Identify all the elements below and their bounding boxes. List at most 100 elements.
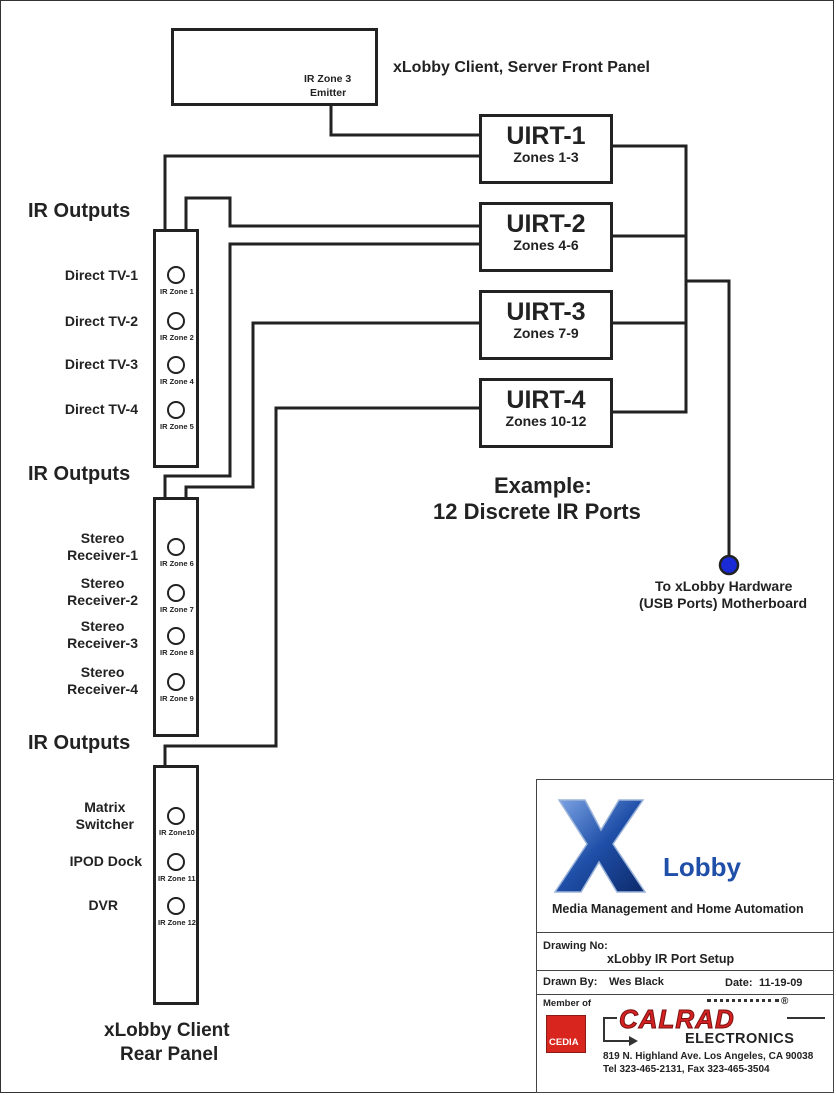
device-label-dvr: DVR [88,897,118,913]
ir-jack-zone-8 [167,627,185,645]
ir-jack-zone-1 [167,266,185,284]
drawn-by-value: Wes Black [609,976,664,988]
ir-output-panel-3: IR Zone10 IR Zone 11 IR Zone 12 [153,765,199,1005]
registered-mark: ® [781,996,789,1007]
ir-zone-label: IR Zone 1 [160,287,194,296]
title-block-drawing-no-cell: Drawing No: xLobby IR Port Setup [536,932,834,971]
rear-panel-title-2: Rear Panel [120,1044,219,1065]
device-label-direct-tv-3: Direct TV-3 [64,356,138,372]
example-description: 12 Discrete IR Ports [433,499,641,524]
device-label-stereo-receiver-2: Stereo Receiver-2 [67,575,138,609]
device-label-line: Stereo [80,664,125,680]
cedia-text: CEDIA [549,1037,579,1048]
device-label-line: Stereo [80,530,125,546]
ir-zone-label: IR Zone 5 [160,422,194,431]
title-block-logo-cell: Lobby Media Management and Home Automati… [536,779,834,933]
uirt-1-zones: Zones 1-3 [513,149,579,165]
emitter-label-1: IR Zone 3 [304,73,352,85]
ir-zone-label: IR Zone 4 [160,377,194,386]
ir-jack-zone-10 [167,807,185,825]
wire-uirt3-panel2 [184,321,481,498]
ir-outputs-label-2: IR Outputs [28,463,131,485]
usb-label-1: To xLobby Hardware [655,578,793,594]
usb-label-2: (USB Ports) Motherboard [639,595,807,611]
uirt-2-zones: Zones 4-6 [513,237,579,253]
device-label-direct-tv-2: Direct TV-2 [64,313,138,329]
uirt-2-box: UIRT-2 Zones 4-6 [479,202,613,272]
title-block-drawn-by-cell: Drawn By: Wes Black Date: 11-19-09 [536,970,834,995]
ir-jack-zone-2 [167,312,185,330]
ir-zone-label: IR Zone10 [159,828,195,837]
device-label-line: Stereo [80,575,125,591]
device-label-stereo-receiver-3: Stereo Receiver-3 [67,618,138,652]
ir-zone-label: IR Zone 2 [160,333,194,342]
xlobby-x-logo-icon [553,799,647,893]
uirt-3-box: UIRT-3 Zones 7-9 [479,290,613,360]
ir-outputs-label-1: IR Outputs [28,200,131,222]
ir-jack-zone-7 [167,584,185,602]
ir-jack-zone-9 [167,673,185,691]
device-label-line: Switcher [75,816,134,832]
member-of-label: Member of [543,998,592,1009]
ir-jack-zone-5 [167,401,185,419]
ir-zone-label: IR Zone 6 [160,559,194,568]
ir-zone-label: IR Zone 9 [160,694,194,703]
ir-jack-zone-11 [167,853,185,871]
uirt-1-box: UIRT-1 Zones 1-3 [479,114,613,184]
device-label-line: Receiver-3 [67,635,138,651]
device-label-direct-tv-1: Direct TV-1 [64,267,138,283]
calrad-dots [707,999,779,1008]
wire-bus-usb [686,279,731,556]
ir-output-panel-2: IR Zone 6 IR Zone 7 IR Zone 8 IR Zone 9 [153,497,199,737]
front-panel-box: IR Zone 3 Emitter [171,28,378,106]
uirt-4-box: UIRT-4 Zones 10-12 [479,378,613,448]
company-phone: Tel 323-465-2131, Fax 323-465-3504 [603,1064,770,1075]
cedia-logo: CEDIA [546,1015,586,1053]
ir-zone-label: IR Zone 11 [158,874,196,883]
calrad-arrow-line [603,1040,631,1042]
uirt-3-name: UIRT-3 [506,298,586,326]
device-label-direct-tv-4: Direct TV-4 [64,401,138,417]
device-label-ipod-dock: IPOD Dock [69,853,142,869]
usb-connector-dot [718,554,740,576]
calrad-arrow-line [603,1017,617,1019]
ir-zone-label: IR Zone 7 [160,605,194,614]
ir-jack-zone-12 [167,897,185,915]
calrad-arrow-head-icon [629,1036,638,1046]
wire-uirt2-panel2 [163,242,481,498]
rear-panel-title-1: xLobby Client [104,1020,230,1041]
device-label-stereo-receiver-1: Stereo Receiver-1 [67,530,138,564]
drawing-no-label: Drawing No: [543,940,608,952]
uirt-4-zones: Zones 10-12 [505,413,587,429]
device-label-line: Receiver-1 [67,547,138,563]
uirt-2-name: UIRT-2 [506,210,586,238]
wire-uirt2-panel1 [184,196,481,230]
uirt-3-zones: Zones 7-9 [513,325,579,341]
wire-emitter-uirt1 [329,105,481,137]
uirt-4-name: UIRT-4 [506,386,586,414]
calrad-logo-text: CALRAD [619,1004,735,1035]
xlobby-logo-word: Lobby [663,852,741,882]
ir-zone-label: IR Zone 12 [158,918,196,927]
wire-uirt1-panel1 [163,154,481,230]
device-label-stereo-receiver-4: Stereo Receiver-4 [67,664,138,698]
emitter-label-2: Emitter [310,87,347,99]
uirt-1-name: UIRT-1 [506,122,586,150]
drawing-no-value: xLobby IR Port Setup [607,952,735,966]
front-panel-title: xLobby Client, Server Front Panel [393,59,650,76]
device-label-line: Matrix [84,799,126,815]
date-label: Date: [725,977,753,989]
device-label-matrix-switcher: Matrix Switcher [76,799,134,833]
ir-jack-zone-4 [167,356,185,374]
drawn-by-label: Drawn By: [543,976,598,988]
calrad-arrow-line [603,1017,605,1041]
title-block-company-cell: Member of CEDIA ® CALRAD ELECTRONICS 819… [536,994,834,1093]
ir-output-panel-1: IR Zone 1 IR Zone 2 IR Zone 4 IR Zone 5 [153,229,199,468]
device-label-line: Receiver-2 [67,592,138,608]
title-block-tagline: Media Management and Home Automation [552,902,804,916]
electronics-text: ELECTRONICS [685,1031,795,1047]
wire-uirt4-panel3 [163,406,481,766]
wire-uirt1-bus [611,144,688,414]
